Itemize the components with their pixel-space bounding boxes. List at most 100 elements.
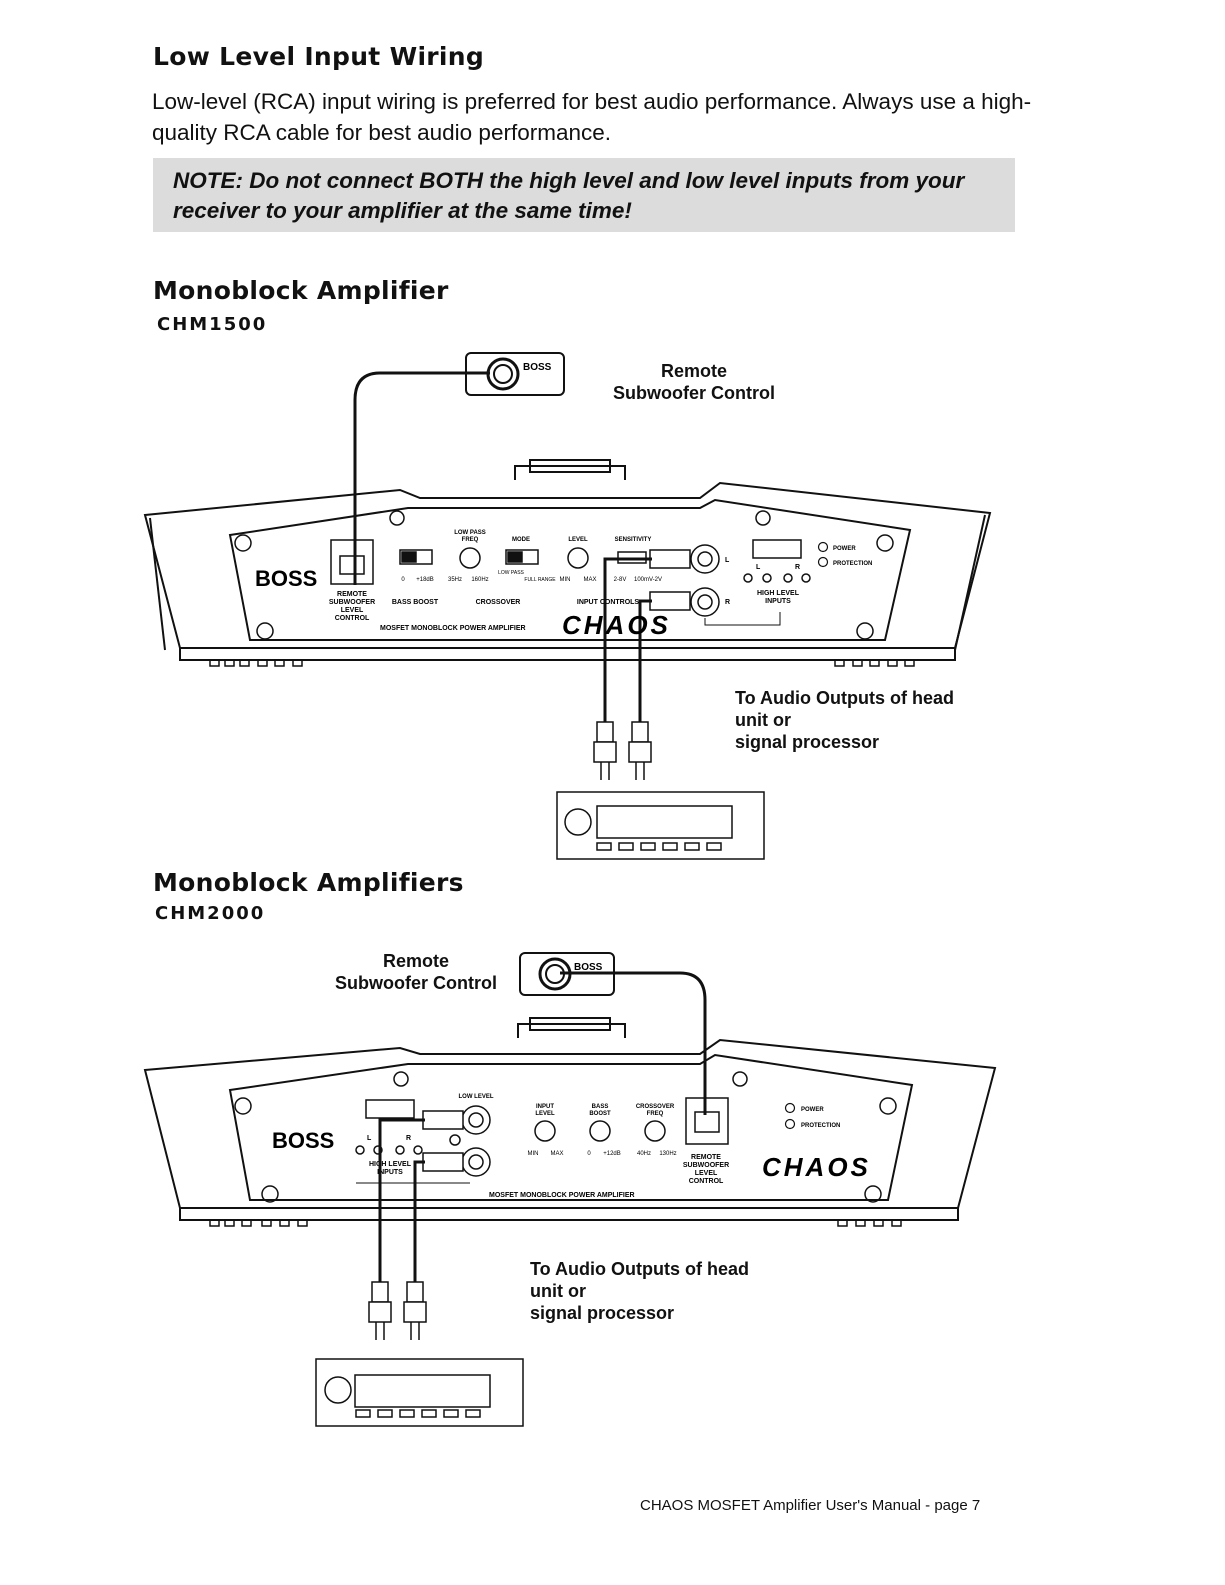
terminal-icons-2	[355, 1145, 423, 1155]
protection-led-icon-2	[784, 1118, 796, 1130]
high-level-connector[interactable]	[752, 539, 802, 559]
section1-outputs-label: To Audio Outputs of head unit or signal …	[735, 687, 954, 753]
sensitivity-label: SENSITIVITY	[615, 537, 652, 543]
head-unit-icon-2	[315, 1358, 524, 1427]
level-knob[interactable]	[567, 547, 589, 569]
bbst-1: BASS	[592, 1104, 609, 1110]
input-level-knob[interactable]	[534, 1120, 556, 1142]
outputs2-line1: To Audio Outputs of head	[530, 1259, 749, 1279]
xo-40: 40Hz	[637, 1151, 651, 1157]
screw-icons-2	[234, 1071, 897, 1203]
xof-2: FREQ	[647, 1111, 664, 1117]
bracket	[704, 612, 781, 626]
bb2-12: +12dB	[603, 1151, 621, 1157]
brand-logo-2: BOSS	[272, 1128, 334, 1153]
diagram-chm2000: BOSS REMOTE SUBWOOFER LEVEL CONTROL BOSS…	[143, 952, 997, 1427]
intro-paragraph: Low-level (RCA) input wiring is preferre…	[152, 89, 1032, 145]
remote-label-line1: Remote	[660, 361, 727, 381]
remote-label-line2: Subwoofer Control	[613, 383, 775, 403]
remote2-label-line2: Subwoofer Control	[335, 973, 497, 993]
rs-4: CONTROL	[335, 615, 370, 622]
il-2: LEVEL	[535, 1111, 555, 1117]
mode-label: MODE	[512, 537, 530, 543]
crossover-knob[interactable]	[644, 1120, 666, 1142]
input-controls-label: INPUT CONTROLS	[577, 599, 640, 606]
power-led-icon-2	[784, 1102, 796, 1114]
protection-label: PROTECTION	[833, 561, 872, 567]
mode-lowpass: LOW PASS	[498, 570, 524, 576]
hl2-l: L	[367, 1135, 372, 1142]
rs-2: SUBWOOFER	[329, 599, 375, 606]
rs2-1: REMOTE	[691, 1154, 721, 1161]
bb-0: 0	[401, 577, 405, 583]
section2-outputs-label: To Audio Outputs of head unit or signal …	[530, 1258, 749, 1324]
rca-cables	[603, 549, 691, 725]
hli-2: INPUTS	[765, 598, 791, 605]
level-max: MAX	[583, 577, 596, 583]
outputs2-line3: signal processor	[530, 1303, 675, 1323]
remote-cable	[353, 371, 490, 585]
outputs2-line2: unit or	[530, 1281, 586, 1301]
xof-1: CROSSOVER	[636, 1104, 675, 1110]
section1-model: CHM1500	[157, 314, 268, 335]
protection-label-2: PROTECTION	[801, 1123, 840, 1129]
chaos-logo-2: CHAOS	[762, 1152, 871, 1182]
remote-control-icon-2: BOSS	[519, 952, 615, 996]
rs2-2: SUBWOOFER	[683, 1162, 729, 1169]
hli2-1: HIGH LEVEL	[369, 1161, 412, 1168]
remote-control-icon: BOSS	[465, 352, 565, 396]
mode-switch[interactable]	[505, 549, 539, 565]
bb2-0: 0	[587, 1151, 591, 1157]
lowpass-knob[interactable]	[459, 547, 481, 569]
crossover-label: CROSSOVER	[476, 599, 521, 606]
rca-jacks	[690, 544, 720, 617]
note-box: NOTE: Do not connect BOTH the high level…	[153, 158, 1015, 232]
sens-b: 100mV-2V	[634, 577, 662, 583]
section2-title: Monoblock Amplifiers	[153, 868, 464, 897]
section2-model: CHM2000	[155, 903, 266, 924]
rs2-4: CONTROL	[689, 1178, 724, 1185]
level-label: LEVEL	[568, 537, 588, 543]
low-level-label: LOW LEVEL	[459, 1094, 494, 1100]
outputs-line1: To Audio Outputs of head	[735, 688, 954, 708]
bass-boost-switch[interactable]	[399, 549, 433, 565]
diagram-chm1500: BOSS BOSS REMOTE SUBWOOFER LEVEL CONTROL…	[143, 352, 992, 860]
remote-cable-2	[560, 971, 707, 1115]
xo-130: 130Hz	[659, 1151, 676, 1157]
hl-l: L	[756, 564, 761, 571]
terminal-icons	[743, 573, 811, 583]
sens-a: 2-8V	[614, 577, 627, 583]
lp-35: 35Hz	[448, 577, 462, 583]
note-text: NOTE: Do not connect BOTH the high level…	[173, 168, 965, 223]
mode-fullrange: FULL RANGE	[524, 577, 556, 583]
remote-jack	[330, 539, 374, 585]
mosfet-label-2: MOSFET MONOBLOCK POWER AMPLIFIER	[489, 1192, 635, 1199]
page-footer: CHAOS MOSFET Amplifier User's Manual - p…	[640, 1497, 981, 1514]
rca-plugs	[593, 721, 652, 780]
hli2-2: INPUTS	[377, 1169, 403, 1176]
amp-body	[143, 459, 992, 661]
il-min: MIN	[528, 1151, 539, 1157]
rs-3: LEVEL	[341, 607, 364, 614]
remote-sub-label: REMOTE SUBWOOFER LEVEL CONTROL	[329, 591, 375, 622]
remote2-label-line1: Remote	[382, 951, 449, 971]
amp-feet-2	[209, 1219, 902, 1227]
outputs-line2: unit or	[735, 710, 791, 730]
amp-body-2	[143, 1017, 997, 1221]
power-label: POWER	[833, 546, 856, 552]
hli-1: HIGH LEVEL	[757, 590, 800, 597]
head-unit-icon	[556, 791, 765, 860]
bass-boost-knob[interactable]	[589, 1120, 611, 1142]
bb-18: +18dB	[416, 577, 434, 583]
hl-r: R	[795, 564, 800, 571]
high-level-connector-2[interactable]	[365, 1099, 415, 1119]
il-max: MAX	[550, 1151, 563, 1157]
bbst-2: BOOST	[589, 1111, 611, 1117]
screw-icons	[234, 510, 894, 640]
rca-r: R	[725, 599, 730, 606]
power-label-2: POWER	[801, 1107, 824, 1113]
il-1: INPUT	[536, 1104, 554, 1110]
rca-l: L	[725, 557, 730, 564]
outputs-line3: signal processor	[735, 732, 880, 752]
section1-remote-label: Remote Subwoofer Control	[600, 360, 788, 404]
